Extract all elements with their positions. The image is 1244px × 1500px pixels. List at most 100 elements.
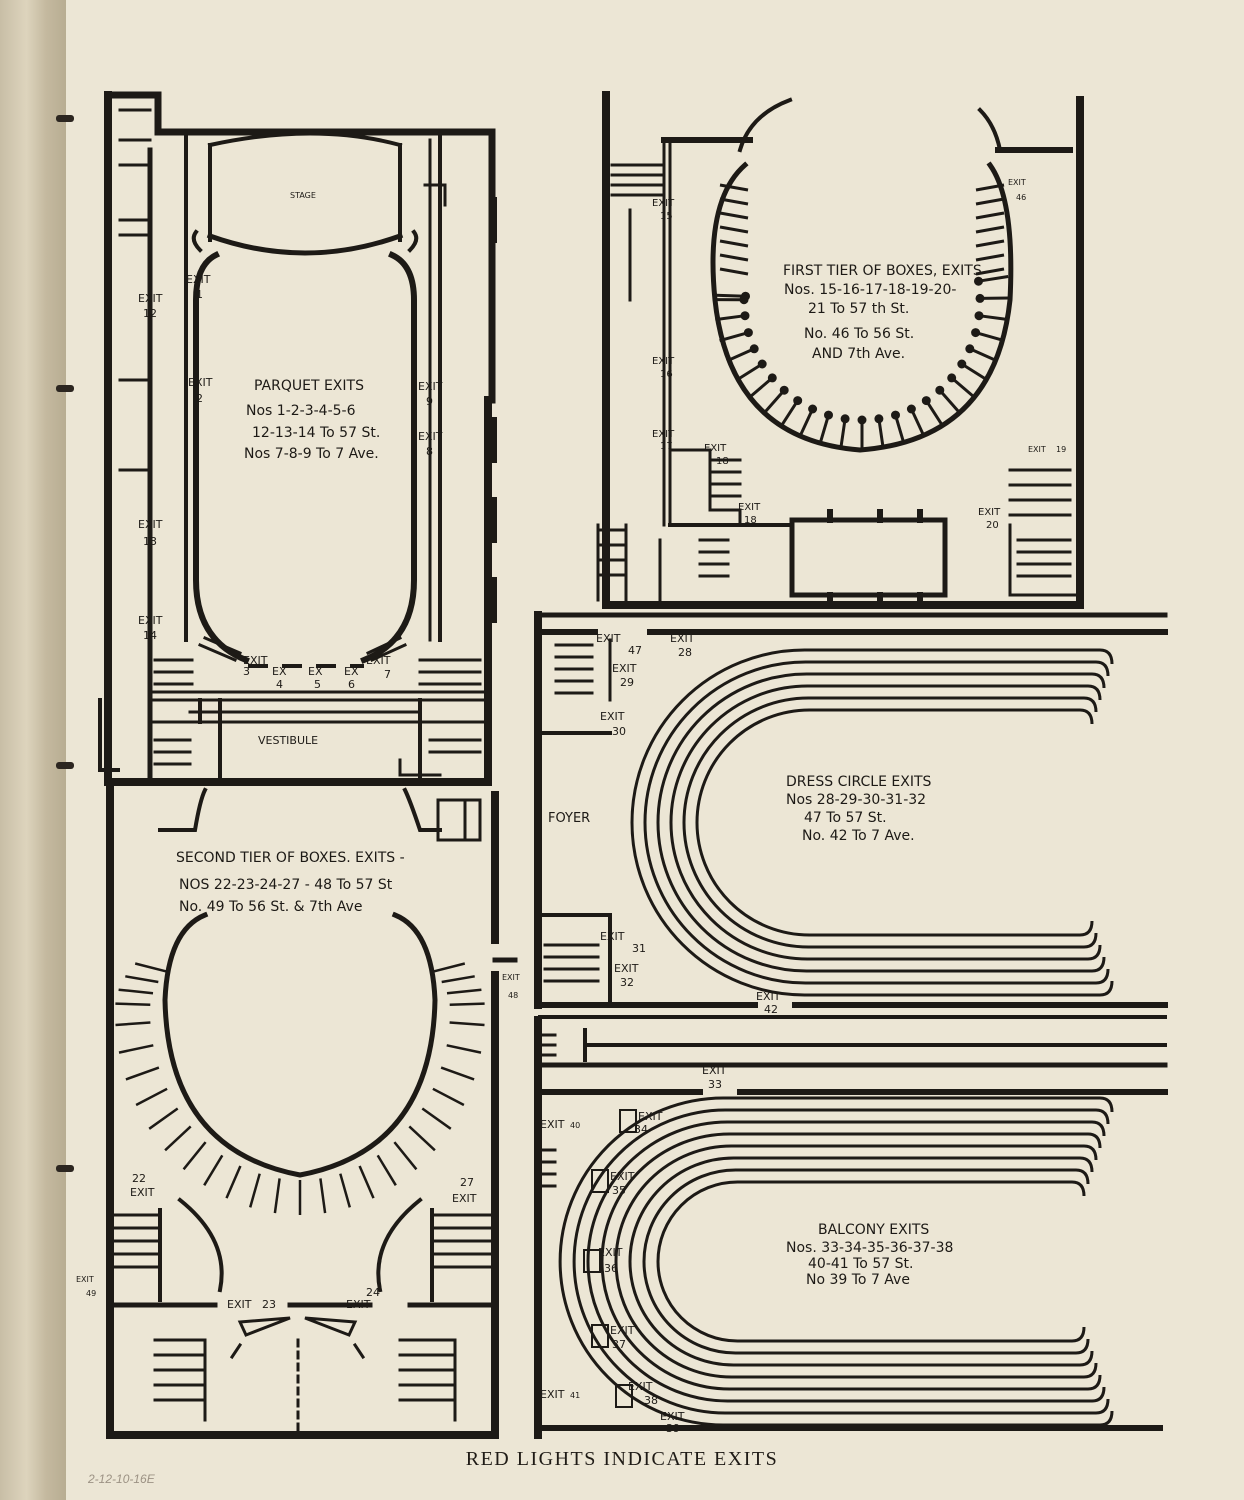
exit-word: EXIT — [243, 654, 268, 667]
box-divider — [118, 1044, 154, 1054]
seating-row — [669, 684, 1088, 961]
exit-number: 39 — [666, 1422, 680, 1435]
exit-number: 6 — [348, 678, 355, 691]
exit-word: EXIT — [628, 1380, 653, 1393]
box-divider — [134, 962, 167, 973]
box-divider — [115, 1002, 151, 1006]
exit-word: EXIT — [610, 1324, 635, 1337]
balcony-title-line: No 39 To 7 Ave — [806, 1272, 910, 1288]
exit-number: 31 — [632, 942, 646, 955]
binding-stitch — [56, 1165, 74, 1172]
balcony-exit-labels: EXIT 33 EXIT 34 EXIT 35 EXIT 36 EXIT 37 … — [540, 1064, 727, 1435]
exit-number: 42 — [764, 1003, 778, 1016]
parquet-title-line: Nos 7-8-9 To 7 Ave. — [244, 446, 379, 462]
exit-number: 3 — [243, 665, 250, 678]
box-divider — [319, 1178, 327, 1214]
seating-row — [643, 660, 1096, 985]
foyer-label: FOYER — [548, 811, 590, 826]
exit-number: 48 — [508, 991, 518, 1000]
exit-number: 47 — [628, 644, 642, 657]
exit-number: 5 — [314, 678, 321, 691]
first-tier-title-line: FIRST TIER OF BOXES, EXITS — [783, 263, 982, 279]
exit-number: 32 — [620, 976, 634, 989]
first-tier-title-line: AND 7th Ave. — [812, 346, 905, 362]
first-tier-title-line: No. 46 To 56 St. — [804, 326, 914, 342]
exit-number: 22 — [132, 1172, 146, 1185]
exit-word: EXIT — [138, 292, 163, 305]
box-divider — [433, 962, 466, 973]
exit-word: EXIT — [138, 614, 163, 627]
box-divider — [736, 362, 763, 382]
exit-word: EXIT — [652, 429, 675, 440]
exit-number: 14 — [143, 629, 157, 642]
box-divider-dot — [921, 396, 931, 406]
seating-row-end — [1091, 1120, 1106, 1403]
first-tier-title-line: Nos. 15-16-17-18-19-20- — [784, 282, 956, 298]
box-divider — [339, 1173, 352, 1208]
box-divider — [719, 197, 749, 206]
exit-word: EXIT — [596, 632, 621, 645]
exit-word: EXIT — [756, 990, 781, 1003]
exit-word: EXIT — [540, 1118, 565, 1131]
seating-row — [586, 1120, 1092, 1403]
box-divider-dot — [767, 373, 777, 383]
parquet-title-line: Nos 1-2-3-4-5-6 — [246, 403, 356, 419]
exit-word: EXIT — [598, 1246, 623, 1259]
box-divider-dot — [793, 396, 803, 406]
exit-word: EXIT — [638, 1110, 663, 1123]
box-divider — [938, 389, 961, 414]
box-divider — [839, 418, 847, 449]
box-divider — [719, 211, 749, 220]
seating-row-end — [1087, 684, 1102, 961]
pencil-annotation: 2-12-10-16E — [88, 1472, 155, 1486]
seating-row — [628, 1156, 1080, 1367]
exit-number: 40 — [570, 1121, 580, 1130]
box-divider — [877, 418, 885, 449]
box-divider — [225, 1165, 242, 1199]
seating-row-end — [1071, 1180, 1086, 1343]
exit-number: 4 — [276, 678, 283, 691]
exit-word: EXIT — [188, 376, 213, 389]
second-tier-exit-labels: EXIT 22 EXIT 23 EXIT 24 EXIT 27 EXIT 48 … — [76, 973, 520, 1311]
box-divider — [975, 183, 1005, 192]
dress-circle-title-line: No. 42 To 7 Ave. — [802, 828, 915, 844]
box-divider — [748, 376, 774, 399]
box-divider-dot — [947, 373, 957, 383]
exit-word: EXIT — [702, 1064, 727, 1077]
box-divider — [273, 1178, 281, 1214]
dress-circle-title: DRESS CIRCLE EXITS Nos 28-29-30-31-32 47… — [786, 774, 932, 844]
parquet-title-line: PARQUET EXITS — [254, 378, 364, 394]
second-tier-plan — [106, 786, 518, 1439]
exit-number: 29 — [620, 676, 634, 689]
box-divider — [719, 331, 749, 343]
first-tier-title-line: 21 To 57 th St. — [808, 301, 909, 317]
box-divider-dot — [743, 328, 753, 338]
exit-number: 17 — [660, 441, 673, 452]
parquet-plan — [98, 91, 497, 786]
box-divider — [421, 1107, 452, 1130]
dress-circle-title-line: DRESS CIRCLE EXITS — [786, 774, 932, 790]
box-divider-dot — [749, 344, 759, 354]
box-divider — [358, 1165, 375, 1199]
balcony-title-line: 40-41 To 57 St. — [808, 1256, 913, 1272]
box-divider — [975, 211, 1005, 220]
box-divider — [182, 1141, 207, 1171]
exit-box — [591, 1324, 609, 1348]
exit-number: 36 — [604, 1262, 618, 1275]
seating-row — [614, 1144, 1084, 1379]
exit-word: EXIT — [652, 198, 675, 209]
parquet-exit-labels: EXIT 1 EXIT 2 EXIT 3 EX 4 EX 5 EX 6 EXIT… — [138, 273, 443, 691]
seating-row — [656, 672, 1092, 973]
exit-number: 2 — [196, 392, 203, 405]
seating-row-end — [1079, 1156, 1094, 1367]
balcony-title: BALCONY EXITS Nos. 33-34-35-36-37-38 40-… — [786, 1222, 953, 1288]
exit-word: EXIT — [978, 507, 1001, 518]
seating-row-end — [1099, 1096, 1114, 1427]
seating-row — [600, 1132, 1088, 1391]
box-divider — [961, 362, 988, 382]
box-divider-dot — [739, 295, 749, 305]
box-divider — [719, 267, 749, 276]
box-divider — [719, 253, 749, 262]
dress-circle-exit-labels: EXIT 47 EXIT 28 EXIT 29 EXIT 30 EXIT 31 … — [596, 632, 781, 1016]
seating-row-end — [1087, 1132, 1102, 1391]
